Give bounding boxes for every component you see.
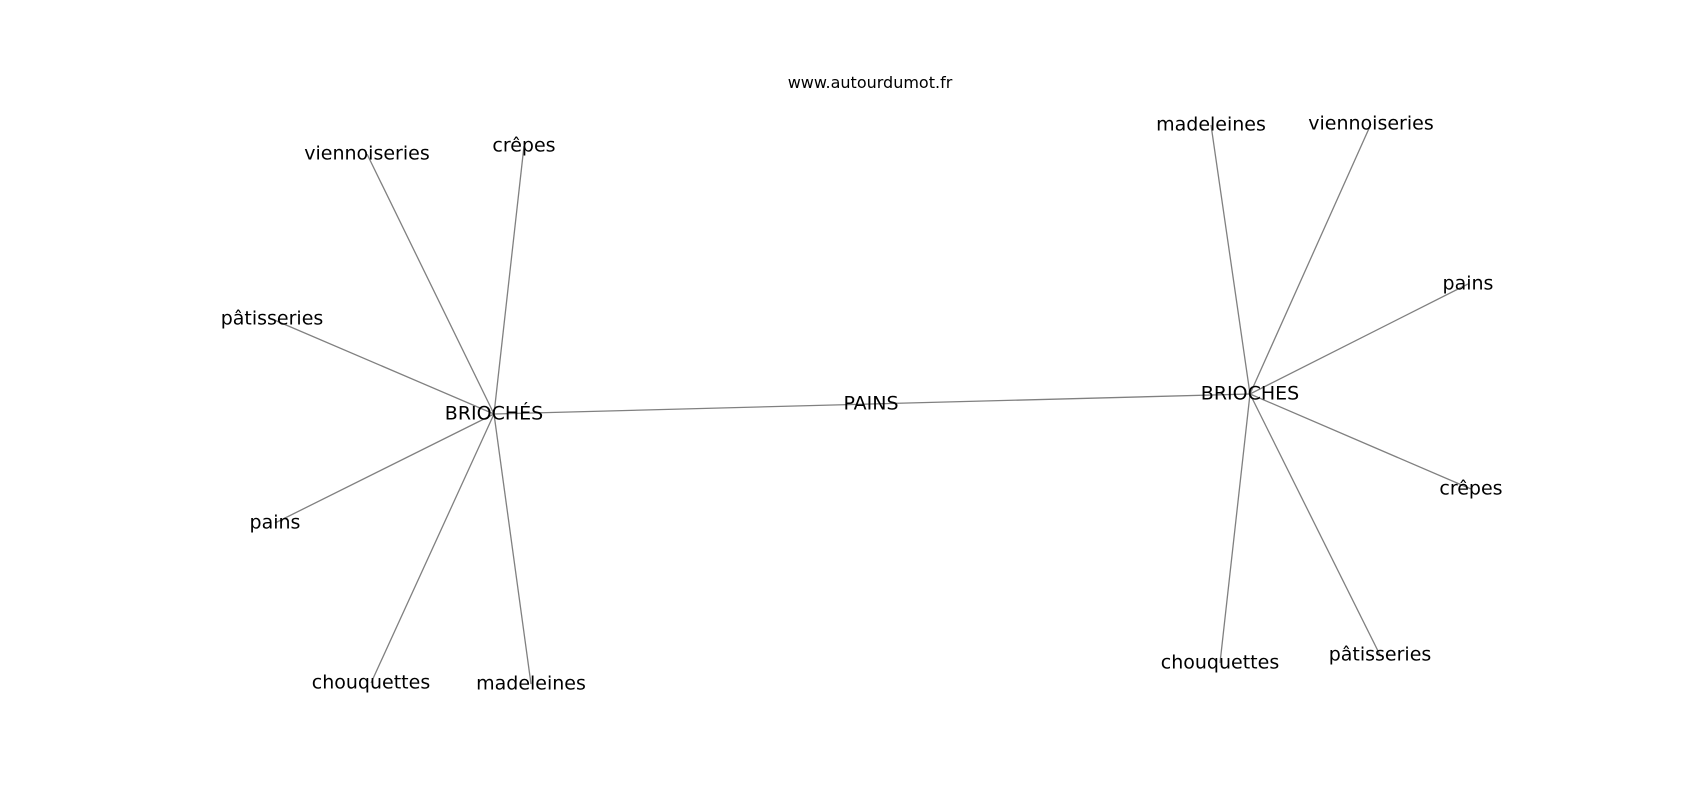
node-hub-right-viennoiseries: viennoiseries	[1308, 113, 1433, 135]
edge-hub-left-viennoiseries	[366, 153, 495, 415]
edge-hub-left-chouquettes	[370, 413, 495, 684]
edge-hub-left-crepes	[493, 145, 525, 415]
node-hub-right-pains: pains	[1443, 273, 1494, 295]
edge-hub-right-chouquettes	[1219, 393, 1251, 664]
node-hub-left-madeleines: madeleines	[476, 673, 586, 695]
edge-hub-left-madeleines	[493, 413, 532, 685]
edge-hub-right-crepes	[1249, 393, 1472, 490]
graph-edges	[271, 123, 1472, 685]
node-hub-right-patisseries: pâtisseries	[1329, 644, 1432, 666]
node-hub-left-crepes: crêpes	[492, 135, 555, 157]
node-hub-right: BRIOCHES	[1201, 383, 1299, 405]
edge-hub-right-patisseries	[1249, 393, 1381, 656]
edge-hub-left-pains	[274, 413, 495, 524]
node-hub-left-viennoiseries: viennoiseries	[304, 143, 429, 165]
node-hub-left-chouquettes: chouquettes	[312, 672, 430, 694]
watermark-text: www.autourdumot.fr	[788, 73, 953, 92]
node-hub-left-pains: pains	[250, 512, 301, 534]
node-hub-left-patisseries: pâtisseries	[221, 308, 324, 330]
edge-hub-right-pains	[1249, 283, 1469, 395]
edge-hub-left-patisseries	[271, 318, 495, 415]
node-hub-right-madeleines: madeleines	[1156, 114, 1266, 136]
node-center: PAINS	[843, 393, 898, 415]
node-hub-left: BRIOCHÉS	[445, 402, 543, 425]
edge-hub-left-center	[493, 403, 872, 415]
node-hub-right-crepes: crêpes	[1439, 478, 1502, 500]
edge-hub-right-viennoiseries	[1249, 123, 1372, 395]
graph-node-labels: PAINS BRIOCHÉS viennoiseries crêpes pâtisser…	[221, 113, 1503, 695]
node-hub-right-chouquettes: chouquettes	[1161, 652, 1279, 674]
edge-hub-right-center	[870, 393, 1251, 405]
edge-hub-right-madeleines	[1210, 124, 1251, 395]
